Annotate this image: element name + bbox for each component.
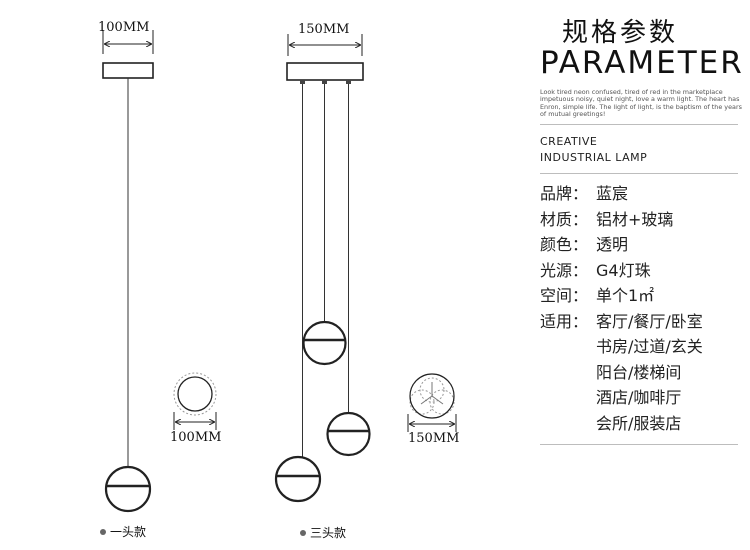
spec-value: 客厅/餐厅/卧室 xyxy=(596,311,703,331)
panel-title-en: PARAMETER xyxy=(540,45,744,81)
spec-value: 会所/服装店 xyxy=(596,413,682,433)
spec-value: 酒店/咖啡厅 xyxy=(596,388,682,407)
panel-subtitle-1: CREATIVE xyxy=(540,135,598,148)
single-head-caption: 一头款 xyxy=(100,523,146,540)
single-head-bottom-view xyxy=(173,372,217,430)
spec-key: 材质： xyxy=(540,209,589,229)
panel-blurb: Look tired neon confused, tired of red i… xyxy=(540,88,742,119)
spec-row: 品牌： 蓝宸 xyxy=(540,181,745,207)
spec-value: 书房/过道/玄关 xyxy=(596,337,703,356)
triple-head-caption: 三头款 xyxy=(300,524,346,541)
spec-key: 光源： xyxy=(540,260,589,280)
bottom-view-globe xyxy=(177,376,213,412)
cable-grip xyxy=(300,80,305,84)
spec-row-continued: 适用： 书房/过道/玄关 xyxy=(540,334,745,360)
triple-head-bottom-view xyxy=(407,373,457,432)
cable-grip xyxy=(322,80,327,84)
bullet-dot-icon xyxy=(300,529,306,536)
triple-bottom-width-label: 150MM xyxy=(408,431,460,446)
divider-middle xyxy=(540,173,738,174)
spec-row: 材质： 铝材+玻璃 xyxy=(540,207,745,233)
spec-row-continued: 适用： 酒店/咖啡厅 xyxy=(540,385,745,411)
spec-row: 适用： 客厅/餐厅/卧室 xyxy=(540,309,745,335)
divider-bottom xyxy=(540,444,738,445)
divider-top xyxy=(540,124,738,125)
lamp-technical-drawing xyxy=(102,30,457,513)
panel-subtitle-2: INDUSTRIAL LAMP xyxy=(540,151,648,164)
ceiling-canopy xyxy=(286,62,364,81)
bottom-view-globe xyxy=(409,373,455,419)
ceiling-canopy xyxy=(102,62,154,79)
spec-list: 品牌： 蓝宸 材质： 铝材+玻璃 颜色： 透明 光源： G4灯珠 空间： 单个1… xyxy=(540,181,745,436)
spec-value: 蓝宸 xyxy=(596,184,629,203)
panel-title-cn: 规格参数 xyxy=(562,18,679,48)
single-head-lamp xyxy=(102,30,154,513)
spec-row-continued: 适用： 阳台/楼梯间 xyxy=(540,360,745,386)
spec-key: 适用： xyxy=(540,311,589,331)
globe-shade xyxy=(104,465,152,513)
globe-shade xyxy=(302,320,347,366)
cable-grip xyxy=(346,80,351,84)
single-head-caption-text: 一头款 xyxy=(110,525,147,539)
parameter-panel: 规格参数 PARAMETER Look tired neon confused,… xyxy=(540,0,745,550)
triple-head-caption-text: 三头款 xyxy=(310,526,347,540)
spec-key: 颜色： xyxy=(540,235,589,254)
spec-value: G4灯珠 xyxy=(596,260,651,280)
globe-shade xyxy=(274,455,322,503)
spec-row: 空间： 单个1㎡ xyxy=(540,283,745,309)
triple-top-width-label: 150MM xyxy=(298,22,350,37)
triple-head-lamp xyxy=(274,34,371,503)
spec-key: 品牌： xyxy=(540,184,589,203)
spec-row: 颜色： 透明 xyxy=(540,232,745,258)
single-top-width-label: 100MM xyxy=(98,20,150,35)
bullet-dot-icon xyxy=(100,528,106,535)
single-bottom-width-label: 100MM xyxy=(170,430,222,445)
spec-row-continued: 适用： 会所/服装店 xyxy=(540,411,745,437)
spec-key: 空间： xyxy=(540,286,589,305)
bottom-view-outline xyxy=(173,372,217,416)
spec-value: 透明 xyxy=(596,235,629,254)
spec-value: 铝材+玻璃 xyxy=(596,209,674,229)
spec-row: 光源： G4灯珠 xyxy=(540,258,745,284)
spec-value: 单个1㎡ xyxy=(596,286,655,305)
spec-value: 阳台/楼梯间 xyxy=(596,362,682,382)
globe-shade xyxy=(326,411,371,457)
